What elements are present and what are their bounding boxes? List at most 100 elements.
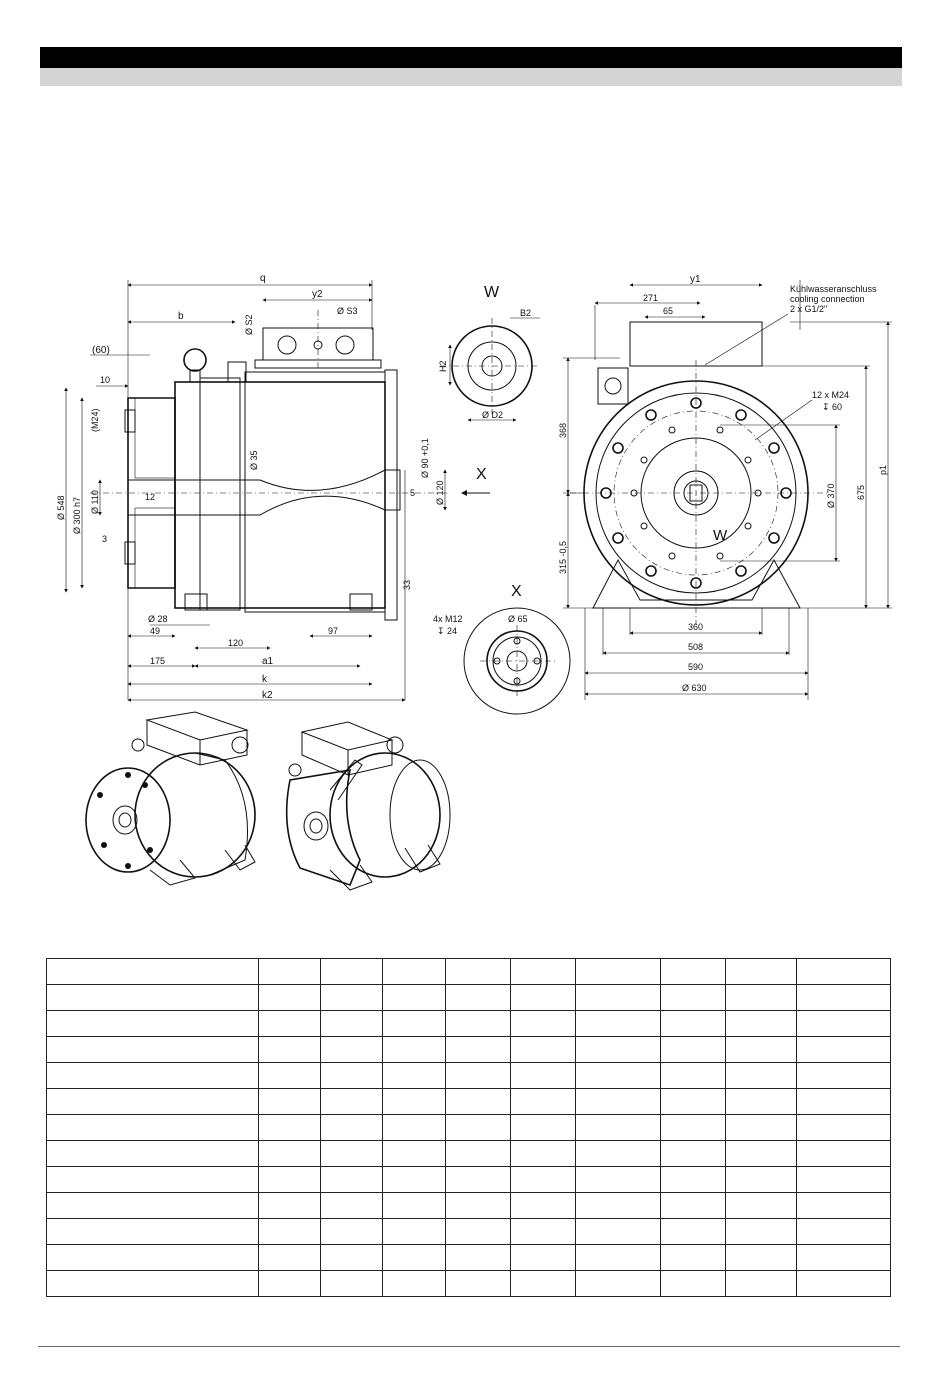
- table-cell: [445, 1010, 511, 1037]
- table-cell: [445, 1244, 511, 1271]
- table-cell: [258, 1088, 321, 1115]
- table-cell: [320, 1244, 383, 1271]
- table-cell: [660, 1192, 726, 1219]
- dim-5: 5: [410, 488, 415, 498]
- table-cell: [46, 1192, 259, 1219]
- table-cell: [320, 1088, 383, 1115]
- table-cell: [382, 1010, 446, 1037]
- table-row: [46, 1036, 891, 1063]
- table-cell: [660, 1270, 726, 1297]
- table-cell: [258, 1192, 321, 1219]
- table-cell: [382, 958, 446, 985]
- table-cell: [796, 1036, 891, 1063]
- side-section-view: q y2 b Ø S2 Ø S3: [56, 273, 490, 702]
- dim-271: 271: [643, 293, 658, 303]
- dim-m12: 4x M12: [433, 614, 463, 624]
- table-cell: [382, 1244, 446, 1271]
- motor-illustration-right: [285, 721, 451, 891]
- table-cell: [575, 984, 661, 1011]
- table-cell: [796, 1270, 891, 1297]
- table-cell: [796, 1244, 891, 1271]
- table-cell: [46, 1062, 259, 1089]
- header-bar: [40, 47, 902, 68]
- table-row: [46, 958, 891, 985]
- table-cell: [660, 1010, 726, 1037]
- table-cell: [660, 984, 726, 1011]
- table-cell: [725, 1140, 797, 1167]
- table-cell: [382, 1192, 446, 1219]
- dim-y2: y2: [312, 289, 323, 300]
- dim-b: b: [178, 311, 184, 322]
- table-cell: [796, 1192, 891, 1219]
- table-cell: [575, 1192, 661, 1219]
- dim-300: Ø 300 h7: [72, 497, 82, 534]
- table-row: [46, 1192, 891, 1219]
- table-row: [46, 1140, 891, 1167]
- table-cell: [510, 984, 576, 1011]
- table-cell: [796, 1166, 891, 1193]
- table-cell: [725, 1088, 797, 1115]
- dim-s2: Ø S2: [244, 314, 254, 335]
- table-cell: [382, 1140, 446, 1167]
- table-cell: [796, 984, 891, 1011]
- table-cell: [445, 1088, 511, 1115]
- view-w-title: W: [484, 284, 500, 301]
- table-cell: [445, 1114, 511, 1141]
- table-cell: [320, 1140, 383, 1167]
- table-cell: [46, 1166, 259, 1193]
- table-cell: [660, 1244, 726, 1271]
- table-cell: [445, 1192, 511, 1219]
- table-cell: [796, 1114, 891, 1141]
- table-cell: [382, 1166, 446, 1193]
- table-cell: [510, 1062, 576, 1089]
- table-cell: [725, 1010, 797, 1037]
- table-cell: [258, 1062, 321, 1089]
- table-cell: [46, 984, 259, 1011]
- table-cell: [382, 984, 446, 1011]
- dim-k: k: [262, 674, 268, 685]
- dim-97: 97: [328, 626, 338, 636]
- table-cell: [258, 1270, 321, 1297]
- dim-y1: y1: [690, 274, 701, 285]
- table-cell: [660, 1036, 726, 1063]
- table-cell: [510, 1036, 576, 1063]
- table-cell: [258, 1036, 321, 1063]
- dim-28: Ø 28: [148, 614, 168, 624]
- table-cell: [660, 1140, 726, 1167]
- table-cell: [258, 1244, 321, 1271]
- table-cell: [575, 1062, 661, 1089]
- table-cell: [660, 1062, 726, 1089]
- table-cell: [445, 1140, 511, 1167]
- table-cell: [660, 1114, 726, 1141]
- dim-m24b: 12 x M24: [812, 390, 849, 400]
- table-cell: [445, 1218, 511, 1245]
- dim-k2: k2: [262, 690, 273, 701]
- table-cell: [796, 1218, 891, 1245]
- dim-315: 315 -0,5: [558, 541, 568, 574]
- table-cell: [445, 1166, 511, 1193]
- table-cell: [510, 958, 576, 985]
- table-cell: [575, 1270, 661, 1297]
- footer-rule: [38, 1346, 900, 1347]
- table-cell: [660, 1218, 726, 1245]
- table-cell: [510, 1270, 576, 1297]
- table-cell: [258, 958, 321, 985]
- table-cell: [725, 1114, 797, 1141]
- table-row: [46, 1244, 891, 1271]
- dim-35: Ø 35: [249, 450, 259, 470]
- table-cell: [382, 1036, 446, 1063]
- table-cell: [258, 1218, 321, 1245]
- table-cell: [320, 1036, 383, 1063]
- table-cell: [445, 984, 511, 1011]
- table-cell: [575, 1010, 661, 1037]
- table-cell: [382, 1114, 446, 1141]
- dim-33: 33: [402, 580, 412, 590]
- table-cell: [320, 1166, 383, 1193]
- table-cell: [258, 1114, 321, 1141]
- view-w-marker: W: [713, 527, 728, 544]
- motor-illustration-left: [85, 711, 256, 886]
- detail-view-x: X Ø 65 4x M12 ↧ 24: [433, 583, 571, 715]
- table-cell: [320, 1270, 383, 1297]
- table-cell: [320, 1010, 383, 1037]
